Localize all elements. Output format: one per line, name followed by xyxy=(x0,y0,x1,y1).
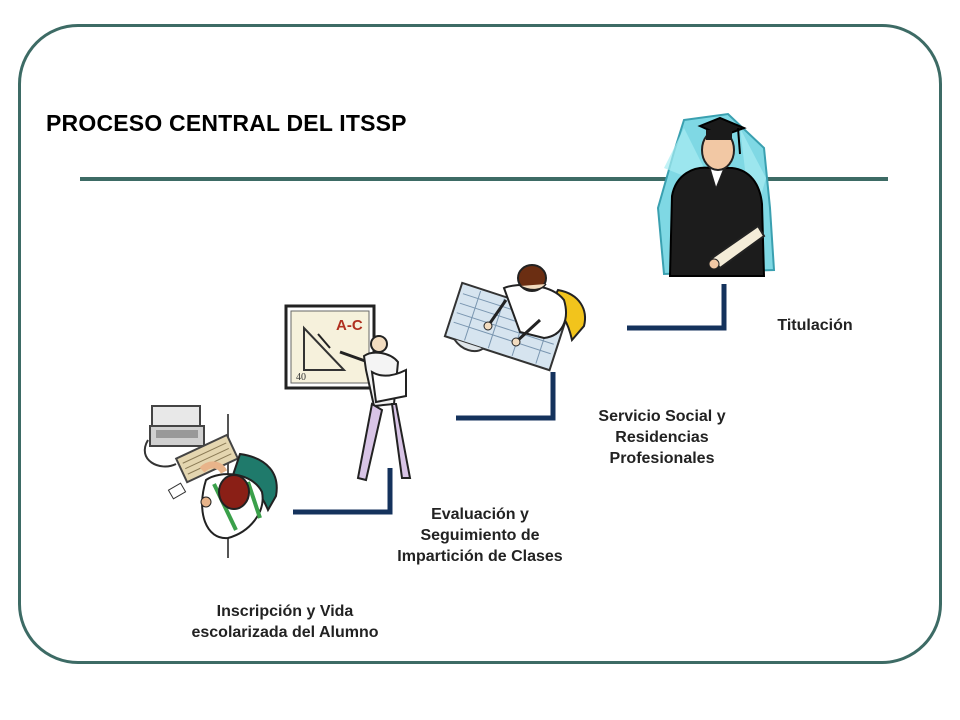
label-line: Seguimiento de xyxy=(420,527,540,544)
svg-text:40: 40 xyxy=(296,372,306,383)
slide-frame xyxy=(18,24,942,664)
label-line: Profesionales xyxy=(609,450,715,467)
label-line: Impartición de Clases xyxy=(397,548,563,565)
teacher-at-board-icon: A-C 40 xyxy=(284,304,412,482)
graduate-icon xyxy=(656,112,776,277)
label-line: Servicio Social y xyxy=(598,408,726,425)
label-line: escolarizada del Alumno xyxy=(191,624,379,641)
connector-1 xyxy=(293,468,393,515)
student-at-computer-icon xyxy=(143,405,278,558)
label-line: Titulación xyxy=(777,317,853,334)
page-title: PROCESO CENTRAL DEL ITSSP xyxy=(46,110,407,136)
label-line: Evaluación y xyxy=(431,506,529,523)
step-label-inscripcion: Inscripción y Vida escolarizada del Alum… xyxy=(160,601,410,643)
connector-2 xyxy=(456,372,556,421)
step-label-titulacion: Titulación xyxy=(760,315,870,336)
label-line: Inscripción y Vida xyxy=(216,603,354,620)
svg-text:A-C: A-C xyxy=(336,317,363,334)
person-drafting-icon xyxy=(443,264,586,372)
label-line: Residencias xyxy=(615,429,709,446)
connector-3 xyxy=(627,284,727,331)
title-divider xyxy=(80,177,888,181)
step-label-servicio-social: Servicio Social y Residencias Profesiona… xyxy=(572,406,752,469)
step-label-evaluacion: Evaluación y Seguimiento de Impartición … xyxy=(370,504,590,567)
